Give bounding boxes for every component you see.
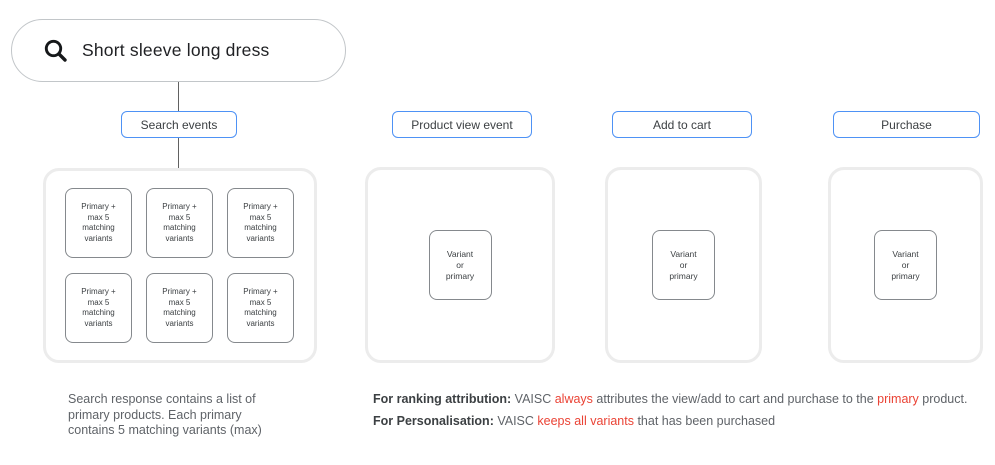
box-line: variants [84,318,113,328]
box-line: max 5 [168,297,191,307]
box-line: variants [246,318,275,328]
note-highlight: always [554,392,593,406]
label-product-view-event: Product view event [392,111,532,138]
box-line: matching [163,308,196,317]
box-line: max 5 [249,212,272,222]
box-line: matching [163,223,196,232]
personalisation-note: For Personalisation: VAISC keeps all var… [373,414,775,428]
box-line: or [679,259,688,270]
note-line: primary products. Each primary [68,407,242,422]
label-add-to-cart: Add to cart [612,111,752,138]
box-line: matching [82,223,115,232]
label-purchase: Purchase [833,111,980,138]
note-text: attributes the view/add to cart and purc… [592,392,878,406]
box-line: variants [165,233,194,243]
box-line: Variant [670,248,697,259]
note-bold: For ranking attribution: [373,392,512,406]
box-line: Primary + [162,202,197,211]
box-line: Variant [446,248,474,259]
note-text: that has been purchased [633,414,776,428]
box-line: Primary + [81,287,116,296]
ranking-attribution-note: For ranking attribution: VAISC always at… [373,392,967,406]
box-line: max 5 [87,212,110,222]
box-line: matching [244,223,277,232]
box-line: primary [445,270,475,281]
connector-label-to-panel [178,138,179,169]
note-line: contains 5 matching variants (max) [68,423,262,437]
box-line: or [901,259,910,270]
note-highlight: primary [877,392,919,406]
box-line: matching [82,308,115,317]
search-query-text: Short sleeve long dress [82,40,270,60]
box-line: matching [244,308,277,317]
box-line: max 5 [249,297,272,307]
search-response-note: Search response contains a list of prima… [68,392,262,439]
connector-pill-to-label [178,82,179,112]
note-bold: For Personalisation: [373,414,494,428]
note-text: VAISC [493,414,538,428]
box-line: variants [165,318,194,328]
box-line: variants [246,233,275,243]
box-line: Primary + [243,202,278,211]
box-line: primary [669,270,698,281]
box-line: Primary + [162,287,197,296]
note-text: product. [918,392,968,406]
note-highlight: keeps all variants [537,414,634,428]
box-line: primary [891,270,920,281]
box-line: variants [84,233,113,243]
box-line: max 5 [168,212,191,222]
note-line: Search response contains a list of [68,392,256,406]
search-bar: Short sleeve long dress [11,19,346,82]
search-icon [44,39,67,62]
label-search-events: Search events [121,111,237,138]
box-line: or [456,259,464,270]
note-text: VAISC [511,392,555,406]
box-line: max 5 [87,297,110,307]
box-line: Variant [892,248,919,259]
box-line: Primary + [243,287,278,296]
box-line: Primary + [81,202,116,211]
